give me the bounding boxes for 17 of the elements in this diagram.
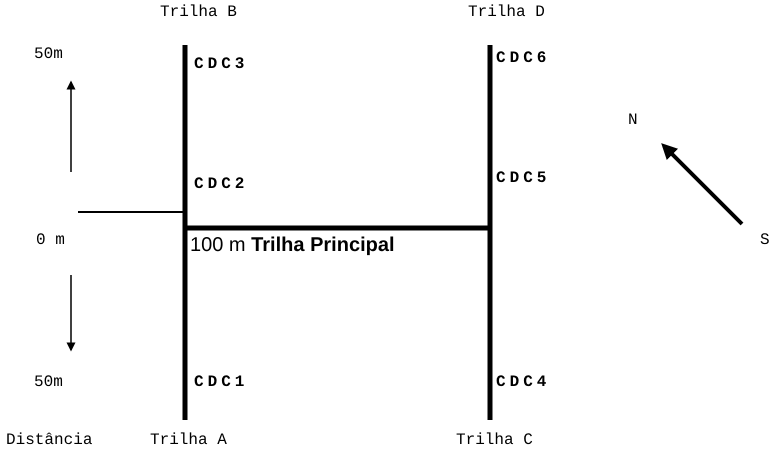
station-label: CDC1 xyxy=(194,374,248,392)
station-label: CDC4 xyxy=(496,374,550,392)
trail-name: Trilha B xyxy=(160,4,237,22)
station-label: CDC6 xyxy=(496,50,550,68)
compass-label: S xyxy=(760,232,770,250)
distance-label: 0 m xyxy=(36,232,65,250)
station-label: CDC2 xyxy=(194,176,248,194)
compass-label: N xyxy=(628,112,638,130)
distance-label: 50m xyxy=(34,374,63,392)
station-label: CDC3 xyxy=(194,56,248,74)
station-label: CDC5 xyxy=(496,170,550,188)
trail-name: Trilha C xyxy=(456,432,533,450)
distance-label: 50m xyxy=(34,46,63,64)
axis-title: Distância xyxy=(6,432,92,450)
trail-name: 100 m Trilha Principal xyxy=(190,234,395,256)
trail-name: Trilha A xyxy=(150,432,227,450)
trail-name: Trilha D xyxy=(468,4,545,22)
